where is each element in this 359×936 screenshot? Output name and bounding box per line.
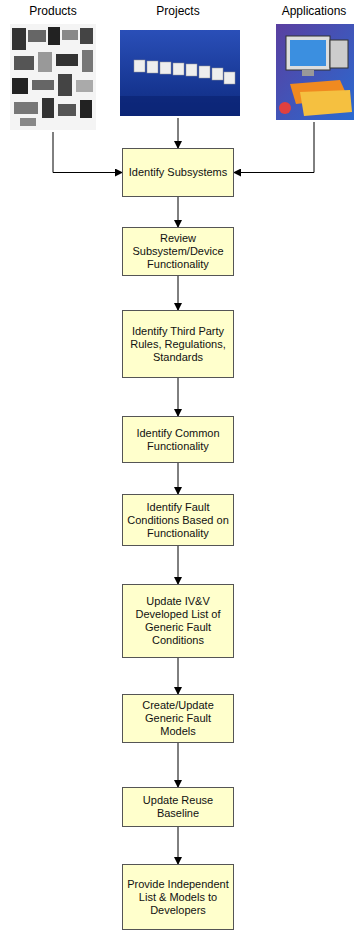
source-label: Applications bbox=[272, 4, 356, 18]
flow-arrow bbox=[178, 118, 179, 148]
flow-arrow bbox=[178, 463, 179, 494]
process-box: Update IV&V Developed List of Generic Fa… bbox=[122, 584, 234, 658]
process-box: Identify Subsystems bbox=[122, 148, 234, 197]
source-picture: Applications bbox=[272, 4, 356, 122]
process-box: Create/Update Generic Fault Models bbox=[122, 694, 234, 743]
flow-arrow bbox=[178, 378, 179, 416]
step-label: Provide Independent List & Models to Dev… bbox=[127, 878, 229, 917]
step-label: Identify Subsystems bbox=[129, 166, 227, 179]
flow-arrow bbox=[178, 658, 179, 694]
source-label: Projects bbox=[118, 4, 238, 18]
step-label: Create/Update Generic Fault Models bbox=[127, 699, 229, 738]
source-picture: Projects bbox=[118, 4, 238, 118]
flow-arrow bbox=[178, 546, 179, 584]
step-label: Identify Third Party Rules, Regulations,… bbox=[127, 325, 229, 364]
process-box: Update Reuse Baseline bbox=[122, 787, 234, 827]
source-label: Products bbox=[8, 4, 98, 18]
source-picture: Products bbox=[8, 4, 98, 132]
applications-picture bbox=[276, 24, 354, 120]
flow-arrow bbox=[178, 276, 179, 310]
process-box: Review Subsystem/Device Functionality bbox=[122, 227, 234, 276]
flow-arrow bbox=[234, 122, 314, 173]
process-box: Identify Fault Conditions Based on Funct… bbox=[122, 494, 234, 546]
step-label: Identify Common Functionality bbox=[127, 427, 229, 453]
products-picture bbox=[10, 24, 96, 130]
flow-arrow bbox=[178, 743, 179, 787]
flow-arrow bbox=[178, 197, 179, 227]
process-box: Provide Independent List & Models to Dev… bbox=[122, 864, 234, 930]
projects-picture bbox=[120, 30, 240, 116]
step-label: Update IV&V Developed List of Generic Fa… bbox=[127, 595, 229, 647]
step-label: Identify Fault Conditions Based on Funct… bbox=[127, 501, 229, 540]
process-box: Identify Third Party Rules, Regulations,… bbox=[122, 310, 234, 378]
step-label: Review Subsystem/Device Functionality bbox=[127, 232, 229, 271]
process-box: Identify Common Functionality bbox=[122, 416, 234, 463]
step-label: Update Reuse Baseline bbox=[127, 794, 229, 820]
flow-arrow bbox=[178, 827, 179, 864]
flow-arrow bbox=[53, 132, 122, 173]
